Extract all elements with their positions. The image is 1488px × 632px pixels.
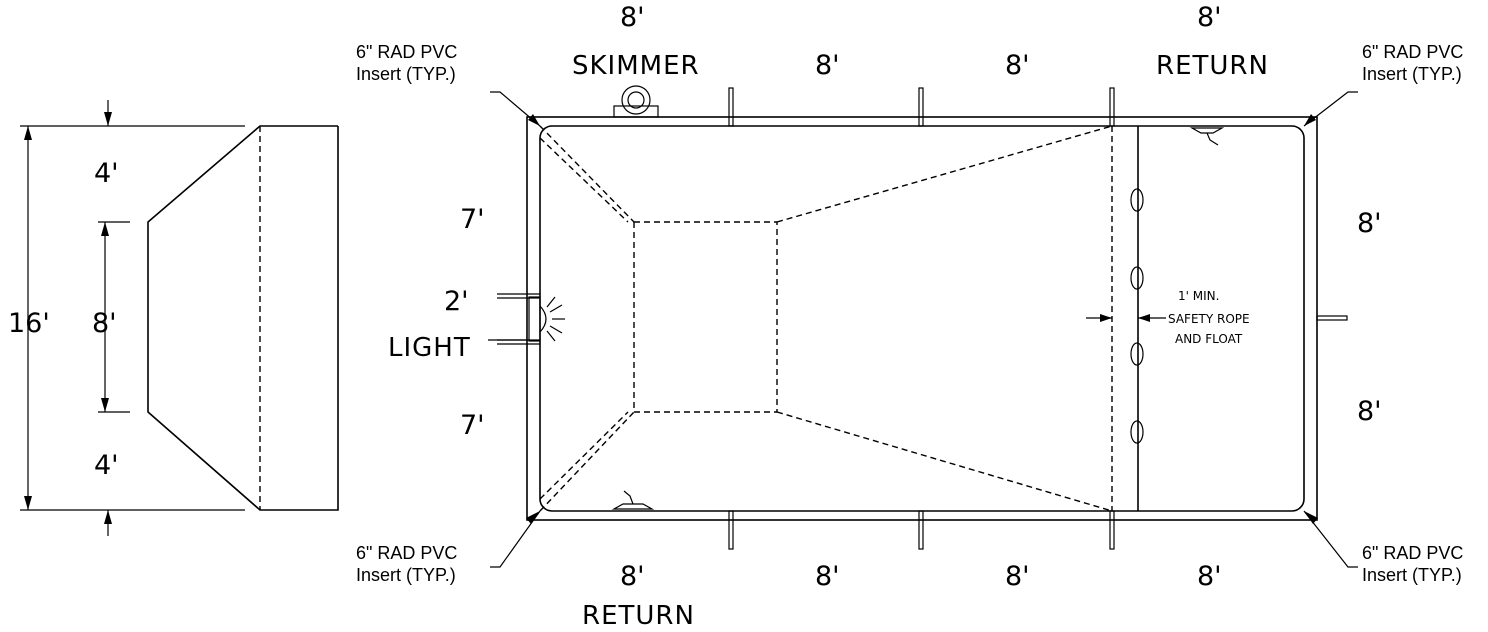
- return-fitting-icon: [611, 490, 655, 510]
- float-icon: [1130, 420, 1144, 444]
- side-middle-dim: 8': [92, 308, 117, 339]
- slope-line: [539, 411, 629, 500]
- arrow-icon: [101, 222, 109, 236]
- bottom-dim-3: 8': [1005, 561, 1030, 592]
- light-label: LIGHT: [388, 333, 471, 363]
- side-profile: [147, 125, 339, 511]
- return-bottom-label: RETURN: [582, 601, 695, 631]
- panel-brace-bottom: [918, 510, 924, 550]
- deep-end-floor: [633, 221, 778, 413]
- return-fitting-icon: [1189, 127, 1225, 146]
- corner-note-tr-2: Insert (TYP.): [1362, 64, 1462, 84]
- corner-note-bl-2: Insert (TYP.): [356, 565, 456, 585]
- panel-brace-top: [918, 87, 924, 127]
- arrow-icon: [526, 511, 540, 524]
- left-dim-2: 2': [444, 286, 469, 317]
- arrow-icon: [101, 398, 109, 412]
- slope-line: [776, 411, 1113, 512]
- slope-line: [539, 125, 635, 223]
- arrow-icon: [1138, 314, 1150, 322]
- bottom-dim-4: 8': [1197, 561, 1222, 592]
- side-bottom-dim: 4': [94, 450, 119, 481]
- panel-brace-top: [1109, 87, 1115, 127]
- top-dim-2: 8': [815, 50, 840, 81]
- corner-note-tr-1: 6" RAD PVC: [1362, 42, 1463, 62]
- return-top-label: RETURN: [1156, 51, 1269, 81]
- top-dim-1: 8': [620, 2, 645, 33]
- corner-note-tl-1: 6" RAD PVC: [356, 42, 457, 62]
- side-view: 16' 4' 8' 4': [8, 100, 339, 536]
- rope-note-line-2: SAFETY ROPE: [1168, 312, 1250, 326]
- panel-brace-bottom: [728, 510, 734, 550]
- float-icon: [1130, 188, 1144, 212]
- plan-view: 1' MIN. SAFETY ROPE AND FLOAT: [356, 2, 1463, 631]
- corner-note-br-2: Insert (TYP.): [1362, 565, 1462, 585]
- corner-leader-tl: [490, 91, 541, 127]
- skimmer-label: SKIMMER: [572, 51, 700, 81]
- arrow-icon: [1304, 114, 1316, 126]
- arrow-icon: [24, 496, 32, 510]
- skimmer-icon: [613, 85, 659, 118]
- side-top-dim: 4': [94, 158, 119, 189]
- slope-line: [539, 411, 635, 512]
- arrow-icon: [104, 510, 112, 524]
- corner-note-br-1: 6" RAD PVC: [1362, 543, 1463, 563]
- corner-leader-br: [1303, 510, 1358, 568]
- float-icon: [1130, 266, 1144, 290]
- slope-line: [776, 125, 1113, 223]
- left-dim-1: 7': [460, 204, 485, 235]
- corner-note-tl-2: Insert (TYP.): [356, 64, 456, 84]
- bottom-dim-2: 8': [815, 561, 840, 592]
- right-dim-2: 8': [1357, 396, 1382, 427]
- panel-brace-top: [728, 87, 734, 127]
- side-overall-dim: 16': [8, 308, 50, 339]
- arrow-icon: [528, 114, 540, 126]
- rope-note-line-3: AND FLOAT: [1175, 332, 1243, 346]
- arrow-icon: [104, 112, 112, 126]
- corner-leader-tr: [1303, 91, 1358, 127]
- top-dim-3: 8': [1005, 50, 1030, 81]
- arrow-icon: [1100, 314, 1112, 322]
- light-icon: [528, 296, 565, 342]
- slope-line: [539, 137, 629, 223]
- bottom-dim-1: 8': [620, 561, 645, 592]
- corner-leader-bl: [490, 510, 541, 568]
- float-icon: [1130, 342, 1144, 366]
- right-dim-1: 8': [1357, 208, 1382, 239]
- top-dim-4: 8': [1197, 2, 1222, 33]
- rope-note-line-1: 1' MIN.: [1178, 289, 1219, 303]
- arrow-icon: [24, 126, 32, 140]
- panel-brace-bottom: [1109, 510, 1115, 550]
- corner-note-bl-1: 6" RAD PVC: [356, 543, 457, 563]
- panel-brace-right: [1316, 315, 1348, 321]
- arrow-icon: [1304, 511, 1318, 524]
- left-dim-3: 7': [460, 410, 485, 441]
